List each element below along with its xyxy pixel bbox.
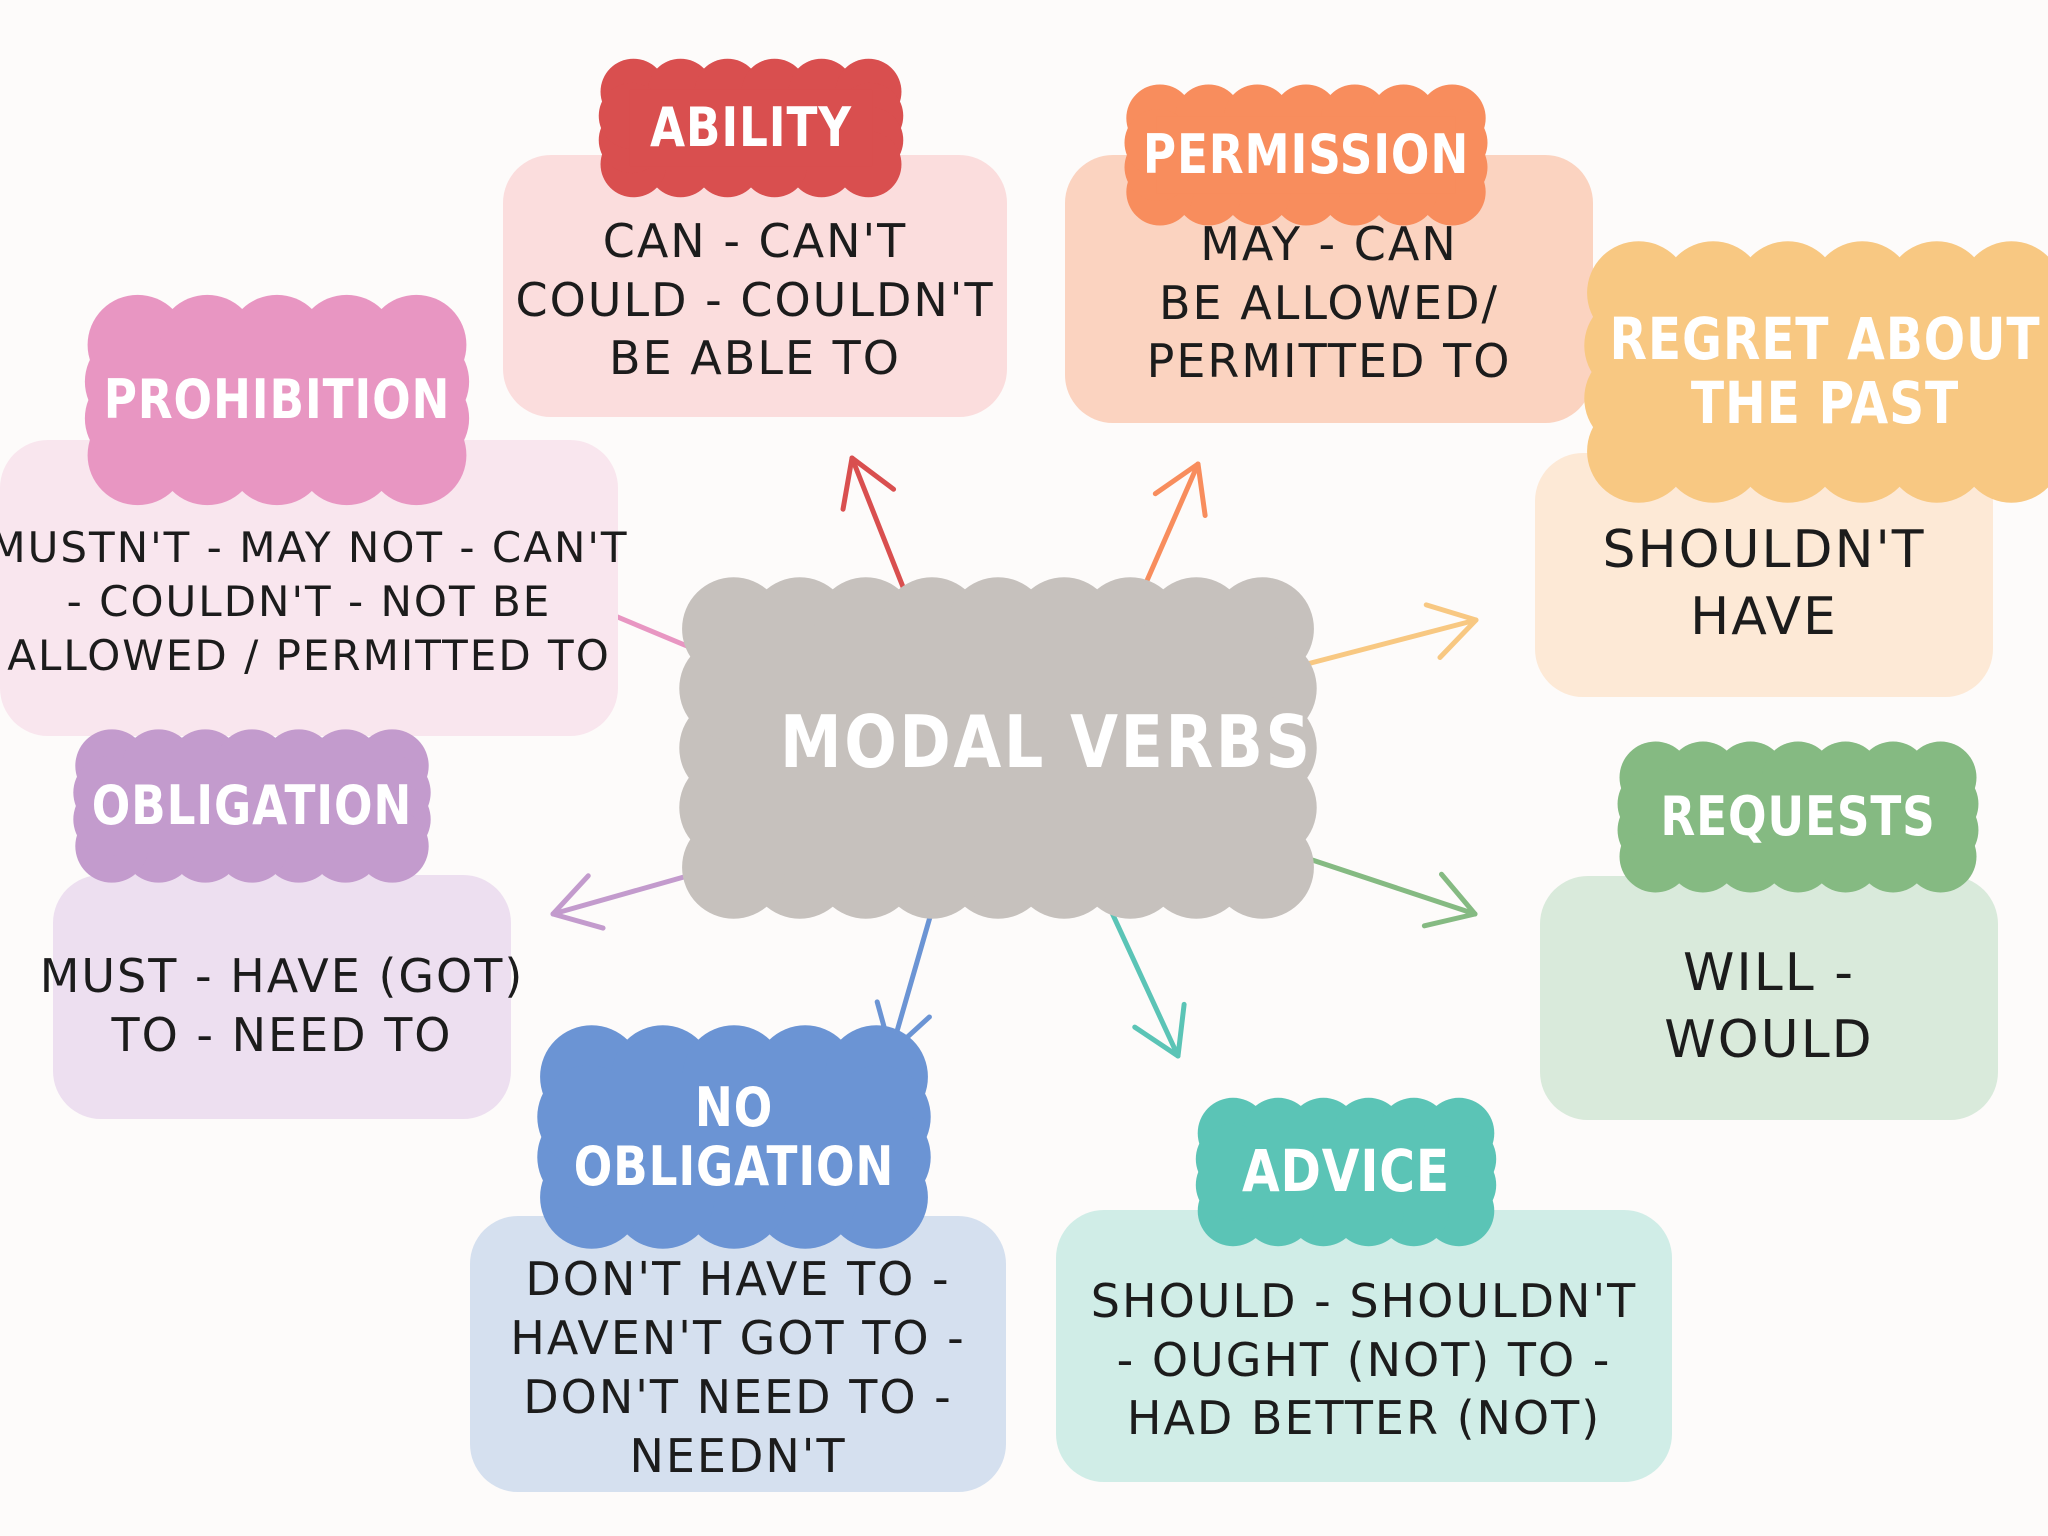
badge-cloud-regret-about-the-past [1584,241,2048,503]
center-title: MODAL VERBS [780,700,1313,784]
box-text-line: CAN - CAN'T [602,213,908,268]
box-text-line: SHOULD - SHOULDN'T [1090,1273,1638,1328]
box-text-line: ALLOWED / PERMITTED TO [7,630,611,680]
badge-cloud-permission [1124,84,1488,226]
box-text-line: DON'T NEED TO - [523,1370,953,1424]
box-text-line: BE ABLE TO [609,331,901,386]
arrow-regret-about-the-past [1281,602,1479,673]
badge-title: OBLIGATION [91,774,413,838]
box-advice: SHOULD - SHOULDN'T- OUGHT (NOT) TO -HAD … [1056,1210,1672,1482]
badge-title: ABILITY [649,96,852,160]
box-text-line: - OUGHT (NOT) TO - [1116,1332,1612,1387]
badge-ability: ABILITY [612,72,890,184]
badge-title: PROHIBITION [103,368,451,432]
box-text-line: SHOULDN'T [1602,520,1926,581]
badge-title: REGRET ABOUT [1609,305,2041,374]
badge-cloud-ability [598,58,904,198]
box-text-line: MAY - CAN [1200,216,1458,271]
badge-cloud-prohibition [84,294,470,506]
badge-cloud-requests [1617,741,1979,893]
badge-advice: ADVICE [1210,1112,1482,1232]
box-text-line: PERMITTED TO [1146,334,1512,389]
box-requests: WILL -WOULD [1540,876,1998,1120]
badge-title: THE PAST [1690,369,1960,437]
box-text-line: HAD BETTER (NOT) [1126,1391,1602,1446]
box-text-line: WILL - [1683,943,1855,1004]
badge-permission: PERMISSION [1138,98,1474,212]
box-no-obligation: DON'T HAVE TO -HAVEN'T GOT TO -DON'T NEE… [470,1216,1006,1492]
box-text-line: DON'T HAVE TO - [525,1252,951,1307]
arrow-advice [1104,899,1187,1059]
box-text-line: HAVE [1690,587,1838,647]
badge-title: NO [694,1075,774,1139]
box-text-line: WOULD [1664,1010,1874,1070]
badge-title: OBLIGATION [573,1135,895,1198]
box-text-line: HAVEN'T GOT TO - [510,1311,966,1366]
badge-title: REQUESTS [1660,785,1936,849]
box-text-line: MUST - HAVE (GOT) [39,949,525,1004]
badge-obligation: OBLIGATION [88,744,416,868]
badge-cloud-obligation [73,729,431,883]
badge-requests: REQUESTS [1632,756,1964,878]
center-cloud [679,577,1317,919]
box-text-line: - COULDN'T - NOT BE [66,577,552,627]
box-text-line: TO - NEED TO [111,1008,453,1062]
box-obligation: MUST - HAVE (GOT)TO - NEED TO [40,875,522,1119]
box-text-line: BE ALLOWED/ [1158,275,1499,330]
box-text-line: NEEDN'T [629,1428,847,1483]
clouds-layer [73,58,2048,1249]
arrow-ability [840,455,908,595]
box-text-line: COULD - COULDN'T [515,272,995,327]
badge-title: PERMISSION [1142,123,1470,187]
badge-cloud-advice [1195,1097,1497,1247]
badge-title: ADVICE [1241,1137,1451,1206]
badge-cloud-no-obligation [537,1025,931,1249]
box-text-line: MUSTN'T - MAY NOT - CAN'T [0,523,629,573]
badge-prohibition: PROHIBITION [103,315,451,485]
